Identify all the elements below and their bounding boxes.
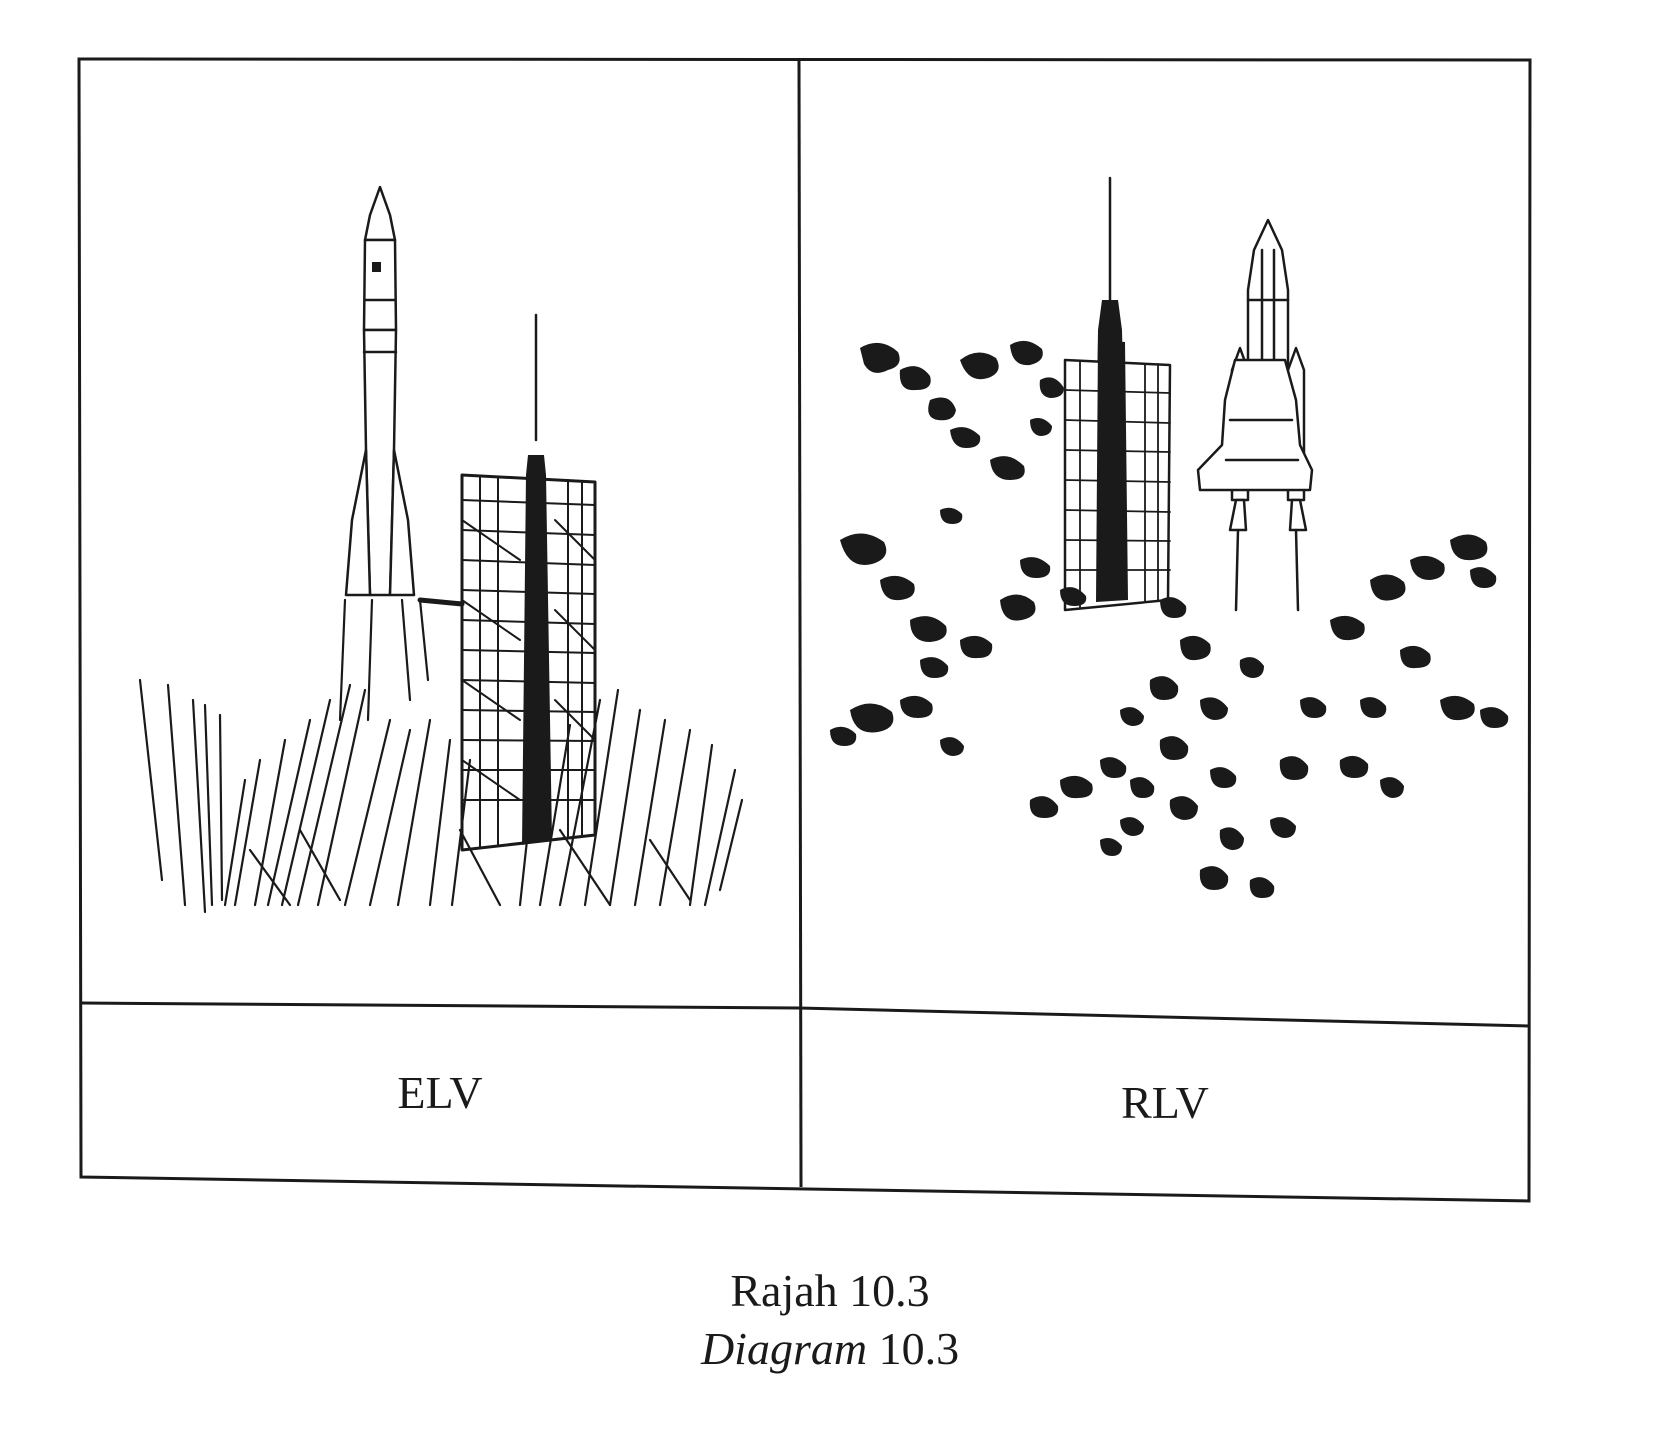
rlv-tower-lattice [1064,361,1171,609]
rlv-illustration [830,176,1509,898]
elv-tower-arm [417,597,465,607]
caption-malay-text: Rajah 10.3 [730,1265,930,1316]
rlv-engine-left [1228,498,1248,532]
elv-rocket-upper-stage [362,238,398,332]
elv-rocket-nose [363,185,397,242]
elv-rocket-booster-left [344,448,372,597]
rlv-tower-core-front [1096,340,1128,602]
rlv-space-shuttle [1196,218,1314,612]
rlv-exhaust-trail [1294,528,1300,612]
panel-label-elv: ELV [397,1067,482,1118]
elv-illustration [138,185,744,914]
panel-label-rlv: RLV [1121,1077,1209,1128]
elv-rocket [344,185,416,597]
elv-rocket-window [372,262,381,272]
elv-launch-tower [417,313,597,852]
elv-tower-lattice [461,476,596,849]
rlv-exhaust-trail [1234,528,1240,612]
elv-exhaust-plume [138,598,744,914]
elv-tower-core [522,455,552,845]
rlv-orbiter [1196,358,1314,492]
rlv-launch-tower [1063,176,1172,612]
frame-divider-horizontal [80,1001,1530,1028]
frame-outer [77,57,1532,1203]
figure-caption-english: Diagram 10.3 [0,1326,1660,1372]
elv-rocket-booster-right [388,448,416,597]
figure-caption-malay: Rajah 10.3 [0,1268,1660,1314]
rlv-engine-right [1288,498,1308,532]
caption-english-word: Diagram [700,1323,868,1374]
rlv-smoke-clouds [830,340,1509,898]
frame-divider-vertical [797,58,803,1188]
caption-english-number: 10.3 [878,1323,960,1374]
diagram-frame [77,57,1532,1203]
